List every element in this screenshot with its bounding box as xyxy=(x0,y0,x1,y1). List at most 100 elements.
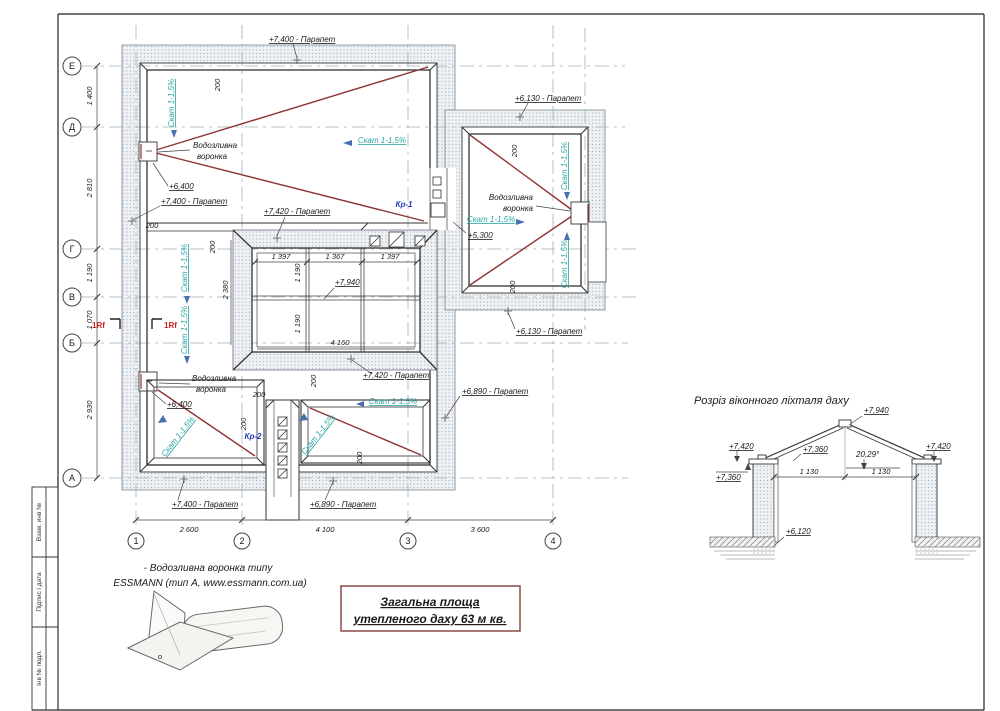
title-block-strip xyxy=(31,486,59,711)
slope-label-left-mid-1: Скат 1-1,5% xyxy=(180,244,189,292)
upper-roof-ridges xyxy=(155,66,429,222)
dim-2380: 2 380 xyxy=(221,280,230,301)
wing-right-protrusion xyxy=(587,221,607,283)
section-level-7360-mid: +7,360 xyxy=(803,445,828,454)
axis-dim: 1 400 xyxy=(85,86,94,106)
dim-1397: 1 397 xyxy=(381,252,401,261)
axis-dim: 1 070 xyxy=(85,310,94,330)
level-6400-bottom: +6,400 xyxy=(167,400,192,409)
parapet-7420-bottom: +7,420 - Парапет xyxy=(363,371,430,380)
rooflight xyxy=(232,229,438,371)
funnel-label-wing-1: Водозливна xyxy=(489,193,534,202)
level-5300: +5,300 xyxy=(468,231,493,240)
wing-drain-funnel xyxy=(570,201,590,225)
parapet-7400-left: +7,400 - Парапет xyxy=(161,197,228,206)
slope-label-left-mid-2: Скат 1-1,5% xyxy=(180,306,189,354)
axis-number: 1 xyxy=(133,536,138,546)
axis-letter: В xyxy=(69,292,75,302)
funnel-label-top-1: Водозливна xyxy=(193,141,238,150)
slope-arrow xyxy=(299,413,308,421)
axis-letter: А xyxy=(69,473,75,483)
parapet-6130-wing-bottom: +6,130 - Парапет xyxy=(516,327,583,336)
note-box: Загальна площа утепленого даху 63 м кв. xyxy=(340,585,521,632)
section-ground xyxy=(709,536,981,560)
dim-200: 200 xyxy=(309,374,318,388)
slope-label-top-right: Скат 1-1,5% xyxy=(358,136,406,145)
section-level-7940: +7,940 xyxy=(864,406,889,415)
axis-letter: Е xyxy=(69,61,75,71)
leader-lines xyxy=(132,43,571,501)
slope-arrow xyxy=(516,219,525,225)
rooflight-hatch-windows xyxy=(369,231,426,248)
axis-dim: 4 100 xyxy=(316,525,336,534)
lower-left-ridge xyxy=(157,389,256,457)
slope-label-wing-vert-2: Скат 1-1,5% xyxy=(560,240,569,288)
slope-label-lr-horiz: Скат 1-1,5% xyxy=(369,397,417,406)
parapet-6890-bottom: +6,890 - Парапет xyxy=(310,500,377,509)
rf-label-left: 1Rf xyxy=(92,321,105,330)
slope-arrow xyxy=(184,356,190,364)
dim-1190: 1 190 xyxy=(293,314,302,334)
slope-arrow xyxy=(184,296,190,304)
parapet-6130-wing-top: +6,130 - Парапет xyxy=(515,94,582,103)
dim-200: 200 xyxy=(213,78,222,92)
dim-1130: 1 130 xyxy=(872,467,892,476)
dim-200: 200 xyxy=(510,144,519,158)
rf-label-right: 1Rf xyxy=(164,321,177,330)
section-level-7420-right: +7,420 xyxy=(926,442,951,451)
dim-1130: 1 130 xyxy=(800,467,820,476)
dim-200: 200 xyxy=(355,451,364,465)
wing-ridges xyxy=(469,134,573,286)
axis-dim: 2 810 xyxy=(85,178,94,199)
axis-dim: 3 600 xyxy=(471,525,491,534)
section-title: Розріз віконного ліхталя даху xyxy=(694,395,850,407)
slope-arrow xyxy=(343,140,352,146)
parapet-7420-top: +7,420 - Парапет xyxy=(264,207,331,216)
axis-dim: 2 600 xyxy=(179,525,200,534)
parapet-7400-top: +7,400 - Парапет xyxy=(269,35,336,44)
plan-wall-bands xyxy=(121,44,606,491)
slope-label-vert-tl: Скат 1-1,5% xyxy=(167,79,176,127)
section-mark-1rf: 1Rf 1Rf xyxy=(92,318,177,330)
slope-arrow xyxy=(171,130,177,138)
left-drain-funnels xyxy=(138,141,158,392)
lower-right-ridge xyxy=(309,407,422,456)
legend-line-1: - Водозливна воронка типу xyxy=(144,563,274,574)
slope-label-wing-vert-1: Скат 1-1,5% xyxy=(560,142,569,190)
slope-label-wing-horiz: Скат 1-1,5% xyxy=(467,215,515,224)
section-angle: 20,29° xyxy=(855,450,880,459)
section-level-7420-left: +7,420 xyxy=(729,442,754,451)
funnel-label-wing-2: воронка xyxy=(503,204,534,213)
parapet-7400-bottom: +7,400 - Парапет xyxy=(172,500,239,509)
dim-1367: 1 367 xyxy=(326,252,346,261)
shaft-kr2 xyxy=(265,399,300,521)
lower-left-roof xyxy=(146,379,265,466)
slope-arrow xyxy=(564,192,570,200)
dim-200: 200 xyxy=(252,390,266,399)
funnel-label-bottom-1: Водозливна xyxy=(192,374,237,383)
axis-letter: Б xyxy=(69,338,75,348)
dim-200: 200 xyxy=(145,221,159,230)
kr1-label: Кр-1 xyxy=(396,200,413,209)
funnel-label-bottom-2: воронка xyxy=(196,385,227,394)
funnel-sketch xyxy=(126,590,284,671)
note-line-2: утепленого даху 63 м кв. xyxy=(353,612,507,626)
slope-arrow xyxy=(564,232,570,240)
level-7940-plan: +7,940 xyxy=(335,278,360,287)
section-level-6120: +6,120 xyxy=(786,527,811,536)
slope-arrow xyxy=(158,415,167,423)
axis-number: 3 xyxy=(405,536,410,546)
dim-1190: 1 190 xyxy=(293,263,302,283)
legend-line-2: ESSMANN (тип А, www.essmann.com.ua) xyxy=(113,578,306,589)
funnel-label-top-2: воронка xyxy=(197,152,228,161)
slope-arrow xyxy=(356,401,364,407)
dim-200: 200 xyxy=(208,240,217,254)
left-dim-chain: 1 400 2 810 1 190 1 070 2 930 xyxy=(85,62,101,482)
bottom-dim-chain: 2 600 4 100 3 600 1 2 3 4 xyxy=(127,516,562,550)
section-detail: Розріз віконного ліхталя даху 1 130 1 13… xyxy=(694,395,981,560)
title-block-cell-2: Підпис і дата xyxy=(35,572,43,612)
lower-right-roof xyxy=(300,399,431,464)
level-6400-top: +6,400 xyxy=(169,182,194,191)
dim-200: 200 xyxy=(239,417,248,431)
